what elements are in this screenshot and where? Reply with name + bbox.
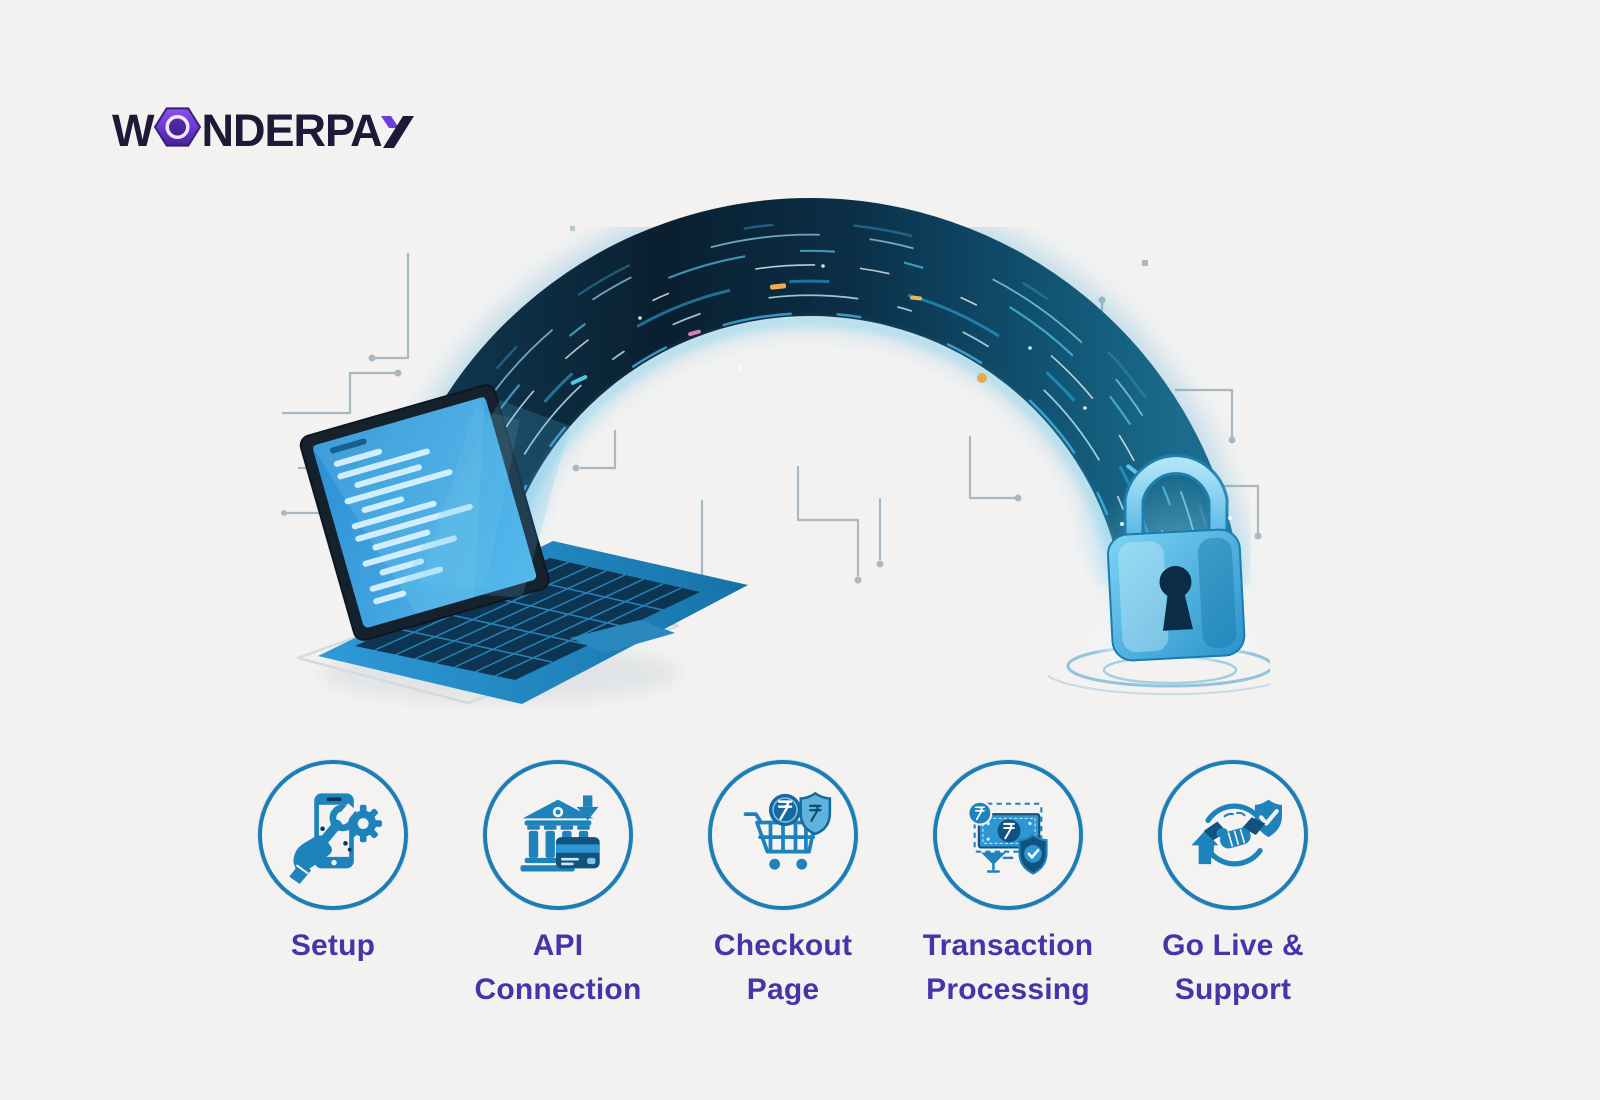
hologram-beam — [400, 400, 570, 598]
bank-api-icon — [520, 795, 600, 872]
keyhole — [1159, 566, 1192, 599]
step-circle — [258, 760, 408, 910]
hero-illustration — [270, 168, 1293, 713]
logo-text-w: W — [112, 105, 154, 157]
step-label: API Connection — [443, 924, 673, 1012]
shopping-cart — [743, 812, 818, 854]
step-label-line1: Setup — [290, 929, 376, 962]
padlock — [1047, 454, 1293, 696]
code-lines — [333, 448, 473, 605]
hand — [293, 835, 332, 871]
step-setup: Setup — [218, 760, 448, 968]
step-circle — [933, 760, 1083, 910]
step-transaction-processing: Transaction Processing — [893, 760, 1123, 1012]
step-circle — [708, 760, 858, 910]
rupee-shield — [799, 791, 832, 836]
data-arch — [372, 186, 1248, 626]
handshake-support-icon — [1191, 799, 1282, 867]
step-label-line2: Support — [1174, 973, 1292, 1006]
logo-text-pa: PA — [325, 105, 383, 157]
logo-text-nder: NDER — [201, 105, 326, 157]
money-shield-icon — [967, 800, 1048, 875]
padlock-body — [1106, 528, 1246, 662]
step-api-connection: API Connection — [443, 760, 673, 1012]
step-label: Transaction Processing — [893, 924, 1123, 1012]
data-streaks — [412, 221, 1208, 551]
step-label-line2: Connection — [474, 973, 642, 1006]
download-arrow-icon — [576, 795, 599, 821]
step-go-live-support: Go Live & Support — [1118, 760, 1348, 1012]
step-label-line1: API — [532, 929, 584, 962]
step-label-line1: Transaction — [922, 929, 1094, 962]
step-label: Checkout Page — [668, 924, 898, 1012]
step-circle — [1158, 760, 1308, 910]
coin — [967, 800, 993, 826]
rupee-coin — [768, 793, 802, 827]
laptop — [296, 384, 748, 705]
step-label-line2: Page — [746, 973, 820, 1006]
credit-card — [555, 837, 600, 869]
dashed-route — [973, 802, 1043, 853]
step-label: Setup — [218, 924, 448, 968]
step-checkout-page: Checkout Page — [668, 760, 898, 1012]
data-arch-illustration — [281, 186, 1293, 705]
step-circle — [483, 760, 633, 910]
step-label-line1: Go Live & — [1162, 929, 1304, 962]
step-label: Go Live & Support — [1118, 924, 1348, 1012]
step-label-line2: Processing — [926, 973, 1090, 1006]
up-arrow-icon — [1191, 830, 1219, 865]
step-label-line1: Checkout — [713, 929, 853, 962]
laptop-touchpad — [570, 620, 675, 653]
logo-letter-y-icon — [381, 116, 415, 148]
hexagon-o-icon — [154, 107, 202, 147]
handshake — [1203, 811, 1266, 849]
cart-checkout-icon — [743, 791, 832, 870]
laptop-screen — [299, 384, 550, 641]
logo: W NDER PA — [112, 98, 415, 157]
check-shield — [1254, 799, 1282, 838]
security-shield — [1018, 833, 1048, 875]
funnel-icon — [981, 852, 1016, 873]
phone-setup-icon — [289, 793, 382, 884]
